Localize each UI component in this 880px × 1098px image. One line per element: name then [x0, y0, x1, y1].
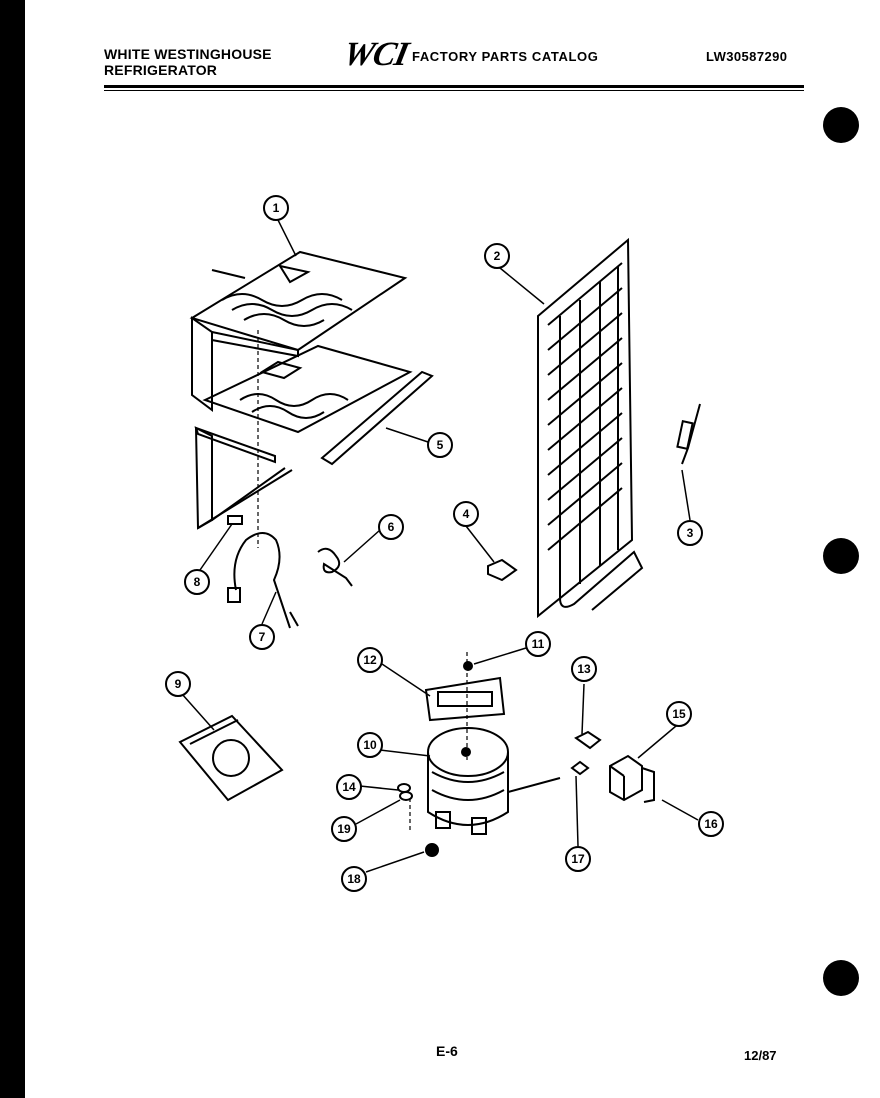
wire-harness-drawing	[233, 532, 291, 629]
svg-text:8: 8	[194, 575, 201, 589]
svg-text:16: 16	[704, 817, 718, 831]
callout-3: 3	[677, 520, 703, 546]
punch-hole	[823, 538, 859, 574]
binder-strip	[0, 0, 25, 1098]
svg-text:12: 12	[363, 653, 377, 667]
clip-drawing	[227, 515, 243, 525]
header-rule	[104, 85, 804, 88]
svg-text:1: 1	[273, 201, 280, 215]
spring-drawing	[317, 547, 353, 587]
evaporator-assembly-drawing	[189, 250, 413, 548]
catalog-title: FACTORY PARTS CATALOG	[412, 49, 599, 64]
svg-text:15: 15	[672, 707, 686, 721]
callout-17: 17	[565, 846, 591, 872]
terminal-cover-drawing	[424, 676, 506, 722]
svg-text:5: 5	[437, 438, 444, 452]
callout-12: 12	[357, 647, 383, 673]
callout-1: 1	[263, 195, 289, 221]
svg-text:2: 2	[494, 249, 501, 263]
callout-18: 18	[341, 866, 367, 892]
brand-line-2: REFRIGERATOR	[104, 62, 218, 78]
callout-15: 15	[666, 701, 692, 727]
callout-16: 16	[698, 811, 724, 837]
trim-strip-drawing	[320, 370, 434, 466]
svg-text:6: 6	[388, 520, 395, 534]
grommet-drawing	[397, 783, 411, 793]
callout-10: 10	[357, 732, 383, 758]
relay-clip-drawing	[574, 730, 602, 750]
callout-11: 11	[525, 631, 551, 657]
callout-9: 9	[165, 671, 191, 697]
svg-text:18: 18	[347, 872, 361, 886]
svg-text:10: 10	[363, 738, 377, 752]
callout-8: 8	[184, 569, 210, 595]
callout-4: 4	[453, 501, 479, 527]
callout-5: 5	[427, 432, 453, 458]
svg-text:17: 17	[571, 852, 585, 866]
svg-text:19: 19	[337, 822, 351, 836]
svg-text:7: 7	[259, 630, 266, 644]
retaining-clip-drawing	[641, 767, 655, 803]
leader-lines	[181, 219, 699, 873]
punch-hole	[823, 107, 859, 143]
svg-text:11: 11	[532, 637, 545, 651]
svg-text:14: 14	[342, 780, 356, 794]
model-number: LW30587290	[706, 49, 788, 64]
base-plate-drawing	[178, 714, 284, 802]
catalog-date: 12/87	[744, 1048, 777, 1063]
bracket-drawing	[487, 558, 518, 582]
plug-drawing	[425, 843, 439, 857]
relay-drawing	[570, 760, 590, 776]
compressor-drawing	[427, 727, 561, 835]
svg-text:4: 4	[463, 507, 470, 521]
header-brand: WHITE WESTINGHOUSE REFRIGERATOR	[104, 46, 272, 78]
callout-14: 14	[336, 774, 362, 800]
overload-drawing	[609, 754, 643, 802]
brand-line-1: WHITE WESTINGHOUSE	[104, 46, 272, 62]
condenser-drawing	[537, 237, 644, 619]
svg-text:9: 9	[175, 677, 182, 691]
svg-text:13: 13	[577, 662, 591, 676]
callout-19: 19	[331, 816, 357, 842]
page-number: E-6	[436, 1043, 458, 1059]
header-rule-thin	[104, 90, 804, 91]
punch-hole	[823, 960, 859, 996]
callout-6: 6	[378, 514, 404, 540]
callout-2: 2	[484, 243, 510, 269]
svg-text:3: 3	[687, 526, 694, 540]
callout-13: 13	[571, 656, 597, 682]
callout-7: 7	[249, 624, 275, 650]
